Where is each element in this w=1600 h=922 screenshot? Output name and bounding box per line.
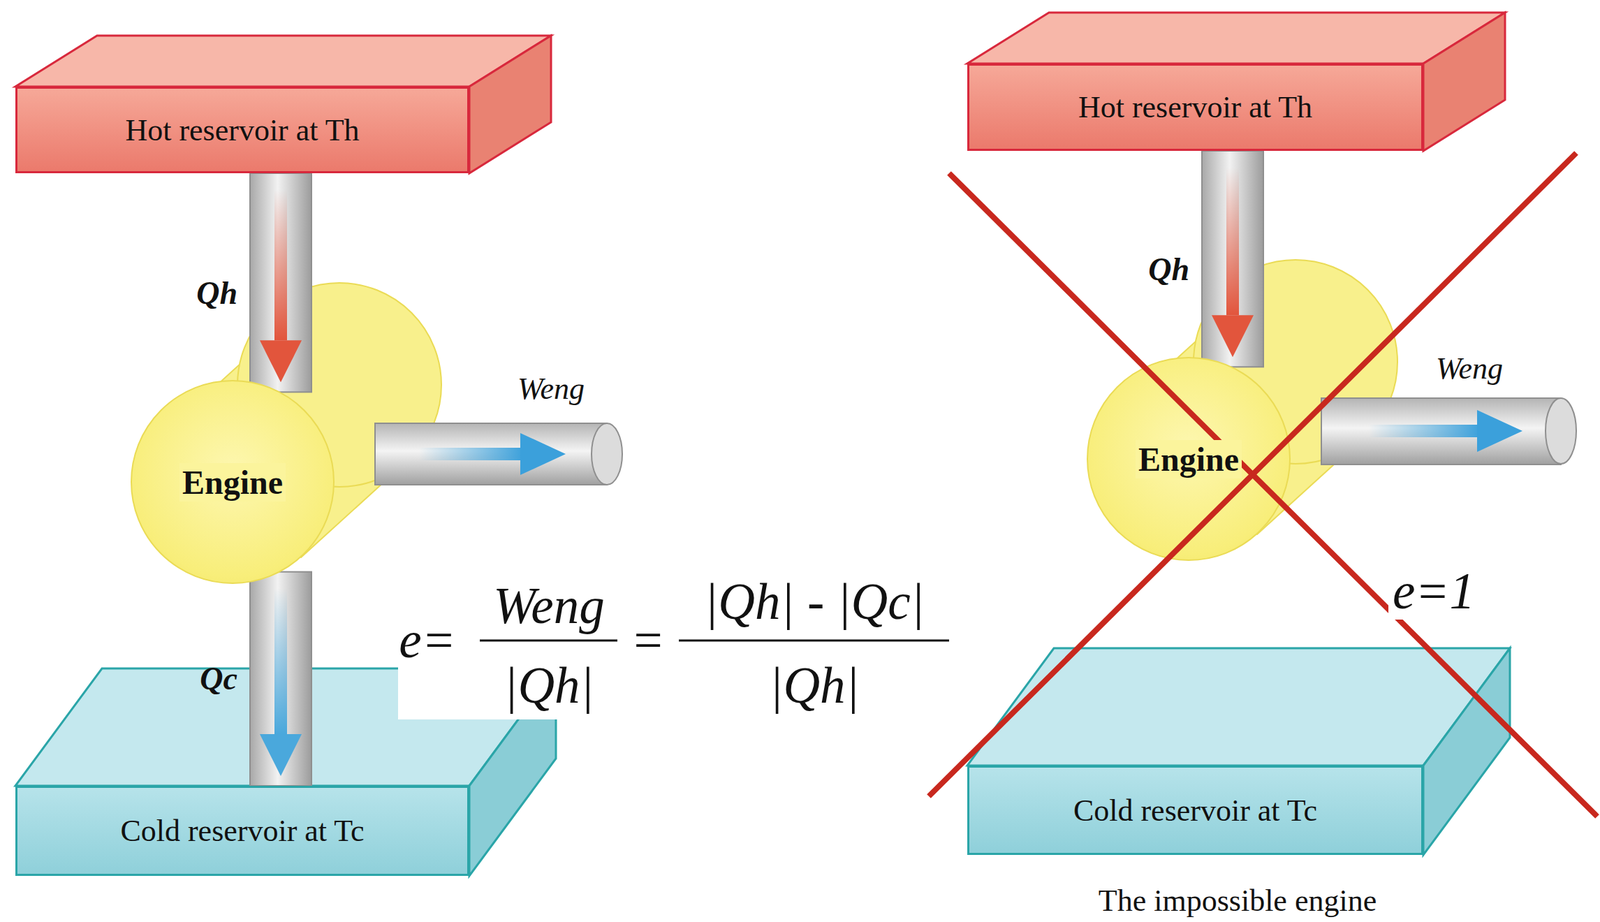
- reservoir-label: Hot reservoir at Th: [125, 112, 359, 149]
- engine-circle: Engine: [1086, 356, 1291, 561]
- equation-term: |Qh|: [768, 657, 860, 714]
- equation-term: |Qh| - |Qc|: [703, 574, 924, 630]
- equation-term: e=: [398, 612, 457, 669]
- reservoir-box: Cold reservoir at Tc: [967, 765, 1424, 855]
- heat-pipe: [250, 571, 312, 786]
- heat-pipe: [250, 173, 312, 392]
- reservoir-box: Cold reservoir at Tc: [15, 785, 470, 876]
- equation-term: |Qh|: [503, 657, 594, 714]
- reservoir-label: Cold reservoir at Tc: [120, 812, 364, 849]
- engine-label: Engine: [179, 463, 286, 502]
- work-pipe: [375, 423, 623, 485]
- caption: The impossible engine: [1098, 884, 1377, 918]
- reservoir-label: Cold reservoir at Tc: [1073, 792, 1318, 829]
- fraction-bar: [479, 639, 618, 642]
- heat-pipe: [1201, 150, 1264, 367]
- heat-label: Qc: [199, 661, 238, 697]
- cross-line: [928, 152, 1577, 797]
- work-pipe: [1321, 398, 1577, 465]
- engine-label: Engine: [1135, 439, 1242, 479]
- reservoir-box: Hot reservoir at Th: [967, 63, 1424, 151]
- fraction-bar: [678, 639, 950, 642]
- cross-line: [949, 173, 1598, 817]
- reservoir-top: [15, 35, 552, 87]
- work-label: Weng: [517, 372, 585, 406]
- heat-label: Qh: [196, 275, 238, 312]
- reservoir-side: [469, 35, 552, 174]
- efficiency-label: e=1: [1388, 563, 1480, 620]
- engine-circle: Engine: [130, 379, 335, 584]
- heat-label: Qh: [1148, 252, 1190, 288]
- reservoir-box: Hot reservoir at Th: [15, 86, 470, 174]
- work-label: Weng: [1435, 351, 1503, 386]
- equation-term: =: [633, 612, 663, 669]
- reservoir-side: [1423, 648, 1510, 855]
- work-label: Weng: [493, 578, 605, 635]
- reservoir-top: [967, 12, 1506, 64]
- reservoir-top: [967, 648, 1510, 766]
- reservoir-side: [1423, 12, 1506, 151]
- reservoir-label: Hot reservoir at Th: [1078, 89, 1313, 126]
